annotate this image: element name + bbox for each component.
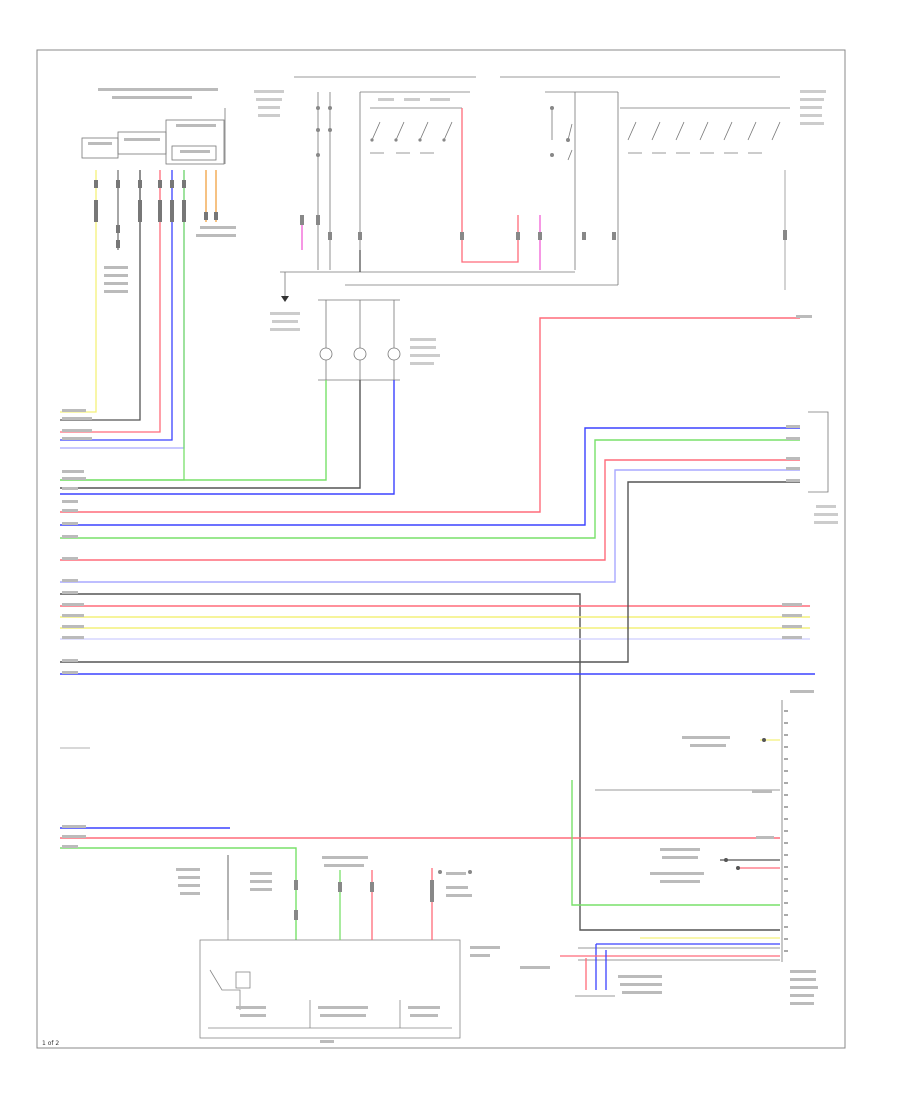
module-wires — [560, 739, 780, 990]
wire-labels-left — [62, 409, 92, 848]
switch-box-top — [280, 76, 780, 296]
switch-box-ticks — [300, 215, 787, 240]
top-left-labels — [88, 88, 236, 293]
wire-labels-right — [782, 315, 812, 639]
switch-contacts — [370, 107, 790, 161]
ecu-labels — [176, 856, 500, 1043]
left-wire-ticks — [94, 180, 218, 248]
ecu-marks — [294, 870, 472, 920]
lower-right-module — [578, 700, 783, 962]
ecu-box — [199, 870, 461, 1039]
top-left-connectors — [81, 108, 226, 165]
footer-code: 1 of 2 — [42, 1040, 59, 1047]
horizontal-bus-wires — [60, 317, 815, 940]
indicator-lamps — [318, 299, 401, 381]
switch-dots — [316, 106, 570, 157]
module-pin-marks — [784, 710, 788, 952]
ground-labels — [270, 312, 300, 331]
diagram-frame — [36, 49, 846, 1049]
module-dots — [724, 738, 766, 870]
ground-symbol — [281, 296, 289, 302]
switch-labels — [254, 90, 826, 154]
ecu-wires — [227, 855, 433, 940]
right-connector — [808, 411, 829, 493]
right-connector-labels — [814, 505, 838, 524]
lamp-labels — [410, 338, 440, 365]
module-labels — [520, 690, 818, 1005]
